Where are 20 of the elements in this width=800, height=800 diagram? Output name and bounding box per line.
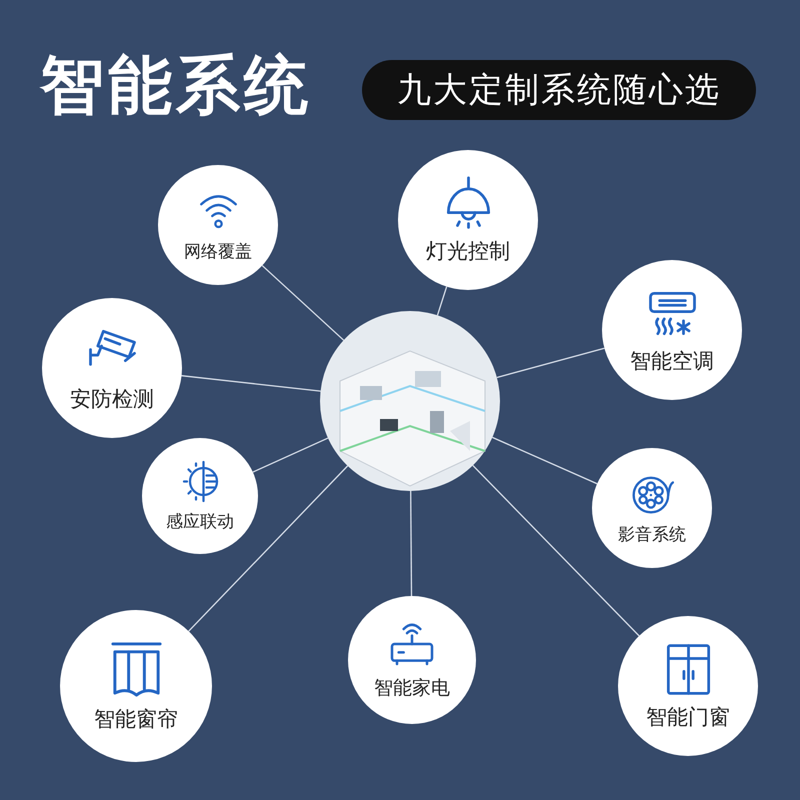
connector-line — [492, 436, 598, 484]
connector-line — [182, 375, 321, 392]
node-label: 智能空调 — [630, 348, 714, 374]
subtitle-banner: 九大定制系统随心选 — [362, 60, 756, 120]
connector-line — [436, 286, 448, 316]
connector-line — [410, 491, 412, 596]
node-label: 智能门窗 — [646, 704, 730, 730]
connector-line — [472, 464, 640, 636]
title: 智能系统 — [40, 48, 312, 125]
connector-line — [496, 348, 605, 378]
connector-line — [262, 265, 344, 341]
node-label: 网络覆盖 — [184, 241, 252, 263]
node-label: 智能窗帘 — [94, 706, 178, 732]
node-label: 智能家电 — [374, 676, 450, 701]
connector-line — [252, 438, 328, 473]
node-label: 安防检测 — [70, 386, 154, 412]
node-label: 灯光控制 — [426, 238, 510, 264]
connector-line — [188, 465, 348, 632]
node-label: 影音系统 — [618, 524, 686, 546]
node-label: 感应联动 — [166, 511, 234, 533]
